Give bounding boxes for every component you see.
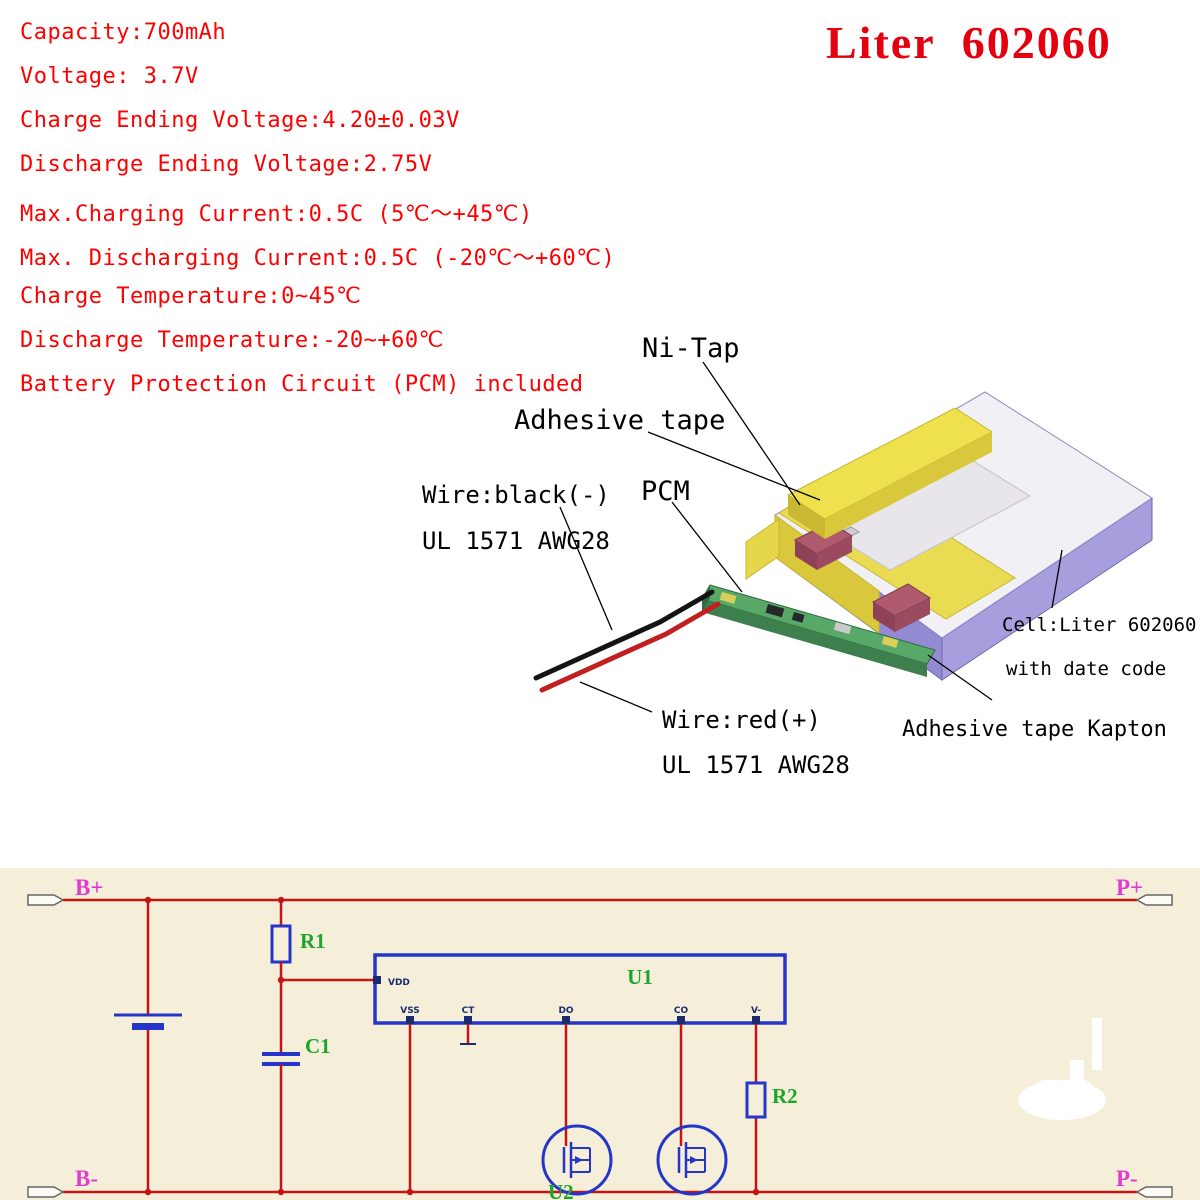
- callout-line-wire-black: [559, 506, 613, 631]
- label-u1: U1: [627, 965, 653, 989]
- label-adhesive-tape: Adhesive tape: [514, 405, 726, 436]
- circuit-schematic: B+ P+ B- P- R1 C1 U1: [0, 868, 1200, 1200]
- label-b-minus: B-: [75, 1166, 98, 1191]
- spec-line: Capacity:700mAh: [20, 20, 227, 45]
- label-wire-red-spec: UL 1571 AWG28: [662, 751, 850, 779]
- wire-red: [539, 601, 721, 693]
- label-wire-red: Wire:red(+): [662, 706, 821, 734]
- wire-black: [533, 589, 715, 681]
- label-p-plus: P+: [1116, 875, 1143, 900]
- ic-u1-box: [373, 953, 787, 1025]
- pin-label-ct: CT: [462, 1006, 476, 1016]
- label-r1: R1: [300, 929, 326, 953]
- callout-line-adhesive-tape: [647, 431, 821, 501]
- pin-label-vdd: VDD: [388, 978, 410, 988]
- callout-line-ni-tap: [702, 361, 801, 506]
- label-r2: R2: [772, 1084, 798, 1108]
- label-wire-black: Wire:black(-): [422, 481, 610, 509]
- product-title: Liter 602060: [826, 17, 1112, 68]
- label-kapton: Adhesive tape Kapton: [902, 717, 1167, 742]
- label-cell-sub: with date code: [1006, 658, 1167, 680]
- spec-line: Max. Discharging Current:0.5C (-20℃～+60℃…: [20, 246, 616, 271]
- terminal-b-plus: [27, 894, 65, 906]
- adhesive-tape-raised: [787, 407, 993, 539]
- mosfet-2: [656, 1124, 728, 1196]
- mosfet-1: [541, 1124, 613, 1196]
- label-b-plus: B+: [75, 875, 103, 900]
- callout-line-wire-red: [579, 681, 653, 713]
- r1-c1-branch: [262, 900, 375, 1192]
- spec-line: Max.Charging Current:0.5C (5℃～+45℃): [20, 202, 533, 227]
- pin-label-co: CO: [674, 1006, 689, 1016]
- pin-label-vminus: V-: [751, 1006, 761, 1016]
- terminal-p-plus: [1135, 894, 1173, 906]
- label-u2: U2: [548, 1180, 574, 1200]
- pin-label-do: DO: [558, 1006, 573, 1016]
- label-c1: C1: [305, 1034, 331, 1058]
- spec-line: Battery Protection Circuit (PCM) include…: [20, 372, 584, 397]
- callout-lines: [559, 361, 1063, 713]
- terminals: [27, 894, 1173, 1198]
- pcm-board: [701, 584, 936, 677]
- junction-dots: [144, 896, 760, 1196]
- spec-line: Discharge Temperature:-20~+60℃: [20, 328, 444, 353]
- callout-line-cell: [1051, 549, 1063, 609]
- spec-line: Charge Temperature:0~45℃: [20, 284, 362, 309]
- watermark-shape: [1018, 1018, 1106, 1120]
- terminal-b-minus: [27, 1186, 65, 1198]
- spec-line: Voltage: 3.7V: [20, 64, 199, 89]
- label-ni-tap: Ni-Tap: [642, 333, 740, 364]
- schematic-background: [0, 868, 1200, 1200]
- pin-label-vss: VSS: [400, 1006, 420, 1016]
- battery-illustration: [533, 361, 1153, 713]
- pin-wires: [408, 1024, 758, 1192]
- resistor-r2: [745, 1081, 767, 1119]
- spec-line: Discharge Ending Voltage:2.75V: [20, 152, 433, 177]
- callout-line-pcm: [671, 501, 743, 593]
- callout-line-kapton: [927, 654, 993, 701]
- battery-symbol: [114, 900, 182, 1192]
- label-pcm: PCM: [641, 476, 690, 507]
- spec-line: Charge Ending Voltage:4.20±0.03V: [20, 108, 460, 133]
- label-cell: Cell:Liter 602060: [1002, 614, 1197, 636]
- terminal-p-minus: [1135, 1186, 1173, 1198]
- label-wire-black-spec: UL 1571 AWG28: [422, 527, 610, 555]
- u1-pin-marks: [373, 976, 760, 1024]
- label-p-minus: P-: [1116, 1166, 1138, 1191]
